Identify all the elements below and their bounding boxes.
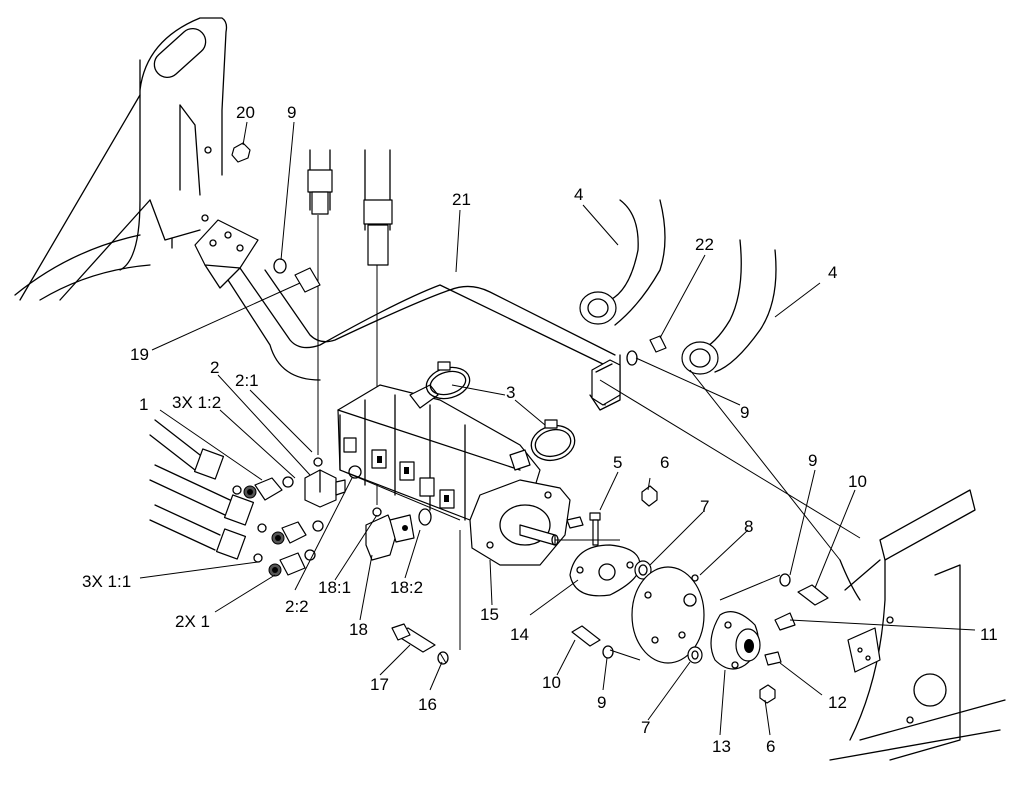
- fitting-2: [304, 469, 346, 508]
- callout-10-right: 10: [848, 472, 867, 491]
- hose-clamp-3-lower: [530, 419, 576, 462]
- bolt-11: [774, 612, 796, 631]
- callout-9-right: 9: [808, 451, 817, 470]
- bolt-19: [294, 267, 321, 293]
- flange-14: [569, 544, 641, 597]
- callout-5: 5: [613, 453, 622, 472]
- guide-lines: [339, 369, 861, 661]
- upper-hoses: [307, 149, 393, 505]
- left-hoses: [149, 419, 255, 560]
- fitting-1c: [268, 552, 306, 577]
- frame-bracket-left: [14, 17, 228, 301]
- callout-14: 14: [510, 625, 529, 644]
- callout-7-lower: 7: [641, 718, 650, 737]
- bolt-17: [391, 623, 436, 653]
- bolt-10-lower: [571, 625, 601, 647]
- callout-3: 3: [506, 383, 515, 402]
- nut-20: [231, 142, 251, 163]
- frame-bracket-right: [829, 489, 1006, 761]
- callout-18-2: 18:2: [390, 578, 423, 597]
- flange-13: [710, 611, 761, 670]
- callout-17: 17: [370, 675, 389, 694]
- callout-19: 19: [130, 345, 149, 364]
- washer-9-mid: [626, 350, 638, 366]
- callout-8: 8: [744, 517, 753, 536]
- nut-6-upper: [641, 485, 658, 507]
- callout-1: 1: [139, 395, 148, 414]
- hose-4-left: [579, 199, 666, 326]
- disk-8: [631, 566, 705, 664]
- washer-9-top: [273, 258, 287, 274]
- callout-2x-1: 2X 1: [175, 612, 210, 631]
- callout-7-upper: 7: [700, 497, 709, 516]
- fitting-18: [365, 514, 415, 561]
- callout-20: 20: [236, 103, 255, 122]
- callout-4-right: 4: [828, 263, 837, 282]
- fitting-22: [649, 335, 667, 353]
- washer-9-lower: [602, 645, 614, 659]
- callout-16: 16: [418, 695, 437, 714]
- callout-3x-1-1: 3X 1:1: [82, 572, 131, 591]
- callout-6-upper: 6: [660, 453, 669, 472]
- callout-22: 22: [695, 235, 714, 254]
- callout-13: 13: [712, 737, 731, 756]
- key-12: [764, 651, 782, 666]
- callout-12: 12: [828, 693, 847, 712]
- callout-9-lower: 9: [597, 693, 606, 712]
- callout-2: 2: [210, 358, 219, 377]
- callout-6-lower: 6: [766, 737, 775, 756]
- leader-lines: [139, 121, 976, 736]
- washer-16: [437, 530, 461, 665]
- hose-clamp-3-upper: [425, 361, 471, 400]
- hose-4-right: [681, 239, 777, 375]
- bolt-5: [589, 512, 601, 546]
- nut-6-lower: [759, 684, 776, 704]
- callout-15: 15: [480, 605, 499, 624]
- callout-18: 18: [349, 620, 368, 639]
- callout-11: 11: [980, 625, 998, 644]
- callouts: 20 9 21 4 22 4 19 2 2:1 1 3X 1:2 3 9 5 6…: [82, 103, 998, 756]
- callout-9-mid: 9: [740, 403, 749, 422]
- callout-2-2: 2:2: [285, 597, 309, 616]
- gear-pump-15: [337, 384, 571, 566]
- callout-3x-1-2: 3X 1:2: [172, 393, 221, 412]
- callout-21: 21: [452, 190, 471, 209]
- bolt-10-right: [797, 584, 829, 606]
- fitting-1: [243, 477, 283, 501]
- bushing-7-lower: [687, 646, 703, 664]
- bushing-7-upper: [634, 560, 652, 580]
- mount-plate: [194, 219, 259, 289]
- key-5: [566, 516, 584, 529]
- callout-10-lower: 10: [542, 673, 561, 692]
- tube-21: [227, 267, 621, 411]
- fitting-1b: [271, 521, 307, 545]
- callout-18-1: 18:1: [318, 578, 351, 597]
- callout-4-left: 4: [574, 185, 583, 204]
- callout-9-top: 9: [287, 103, 296, 122]
- callout-2-1: 2:1: [235, 371, 259, 390]
- washer-9-right: [779, 573, 791, 587]
